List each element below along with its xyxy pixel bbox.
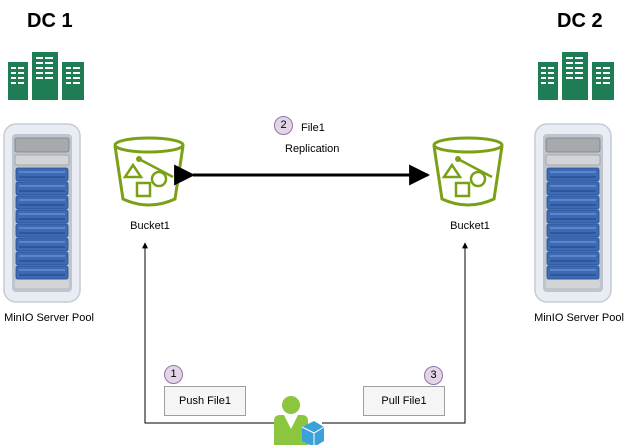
dc2-pool-label: MinIO Server Pool: [534, 312, 624, 324]
push-connector: [142, 242, 276, 424]
user-icon: [274, 396, 325, 445]
dc1-pool-label: MinIO Server Pool: [4, 312, 94, 324]
pull-step-badge: 3: [424, 366, 443, 385]
dc1-bucket-icon: [113, 136, 185, 207]
dc2-servers-icon: [538, 52, 614, 100]
replication-label: Replication: [285, 143, 340, 155]
dc2-bucket-label: Bucket1: [450, 220, 490, 232]
dc2-server-pool-icon: [535, 124, 611, 302]
replication-file-label: File1: [301, 122, 325, 134]
dc1-server-pool-icon: [4, 124, 80, 302]
dc1-title: DC 1: [27, 10, 73, 32]
pull-file-box: Pull File1: [363, 386, 445, 416]
push-step-badge: 1: [164, 365, 183, 384]
push-file-box: Push File1: [164, 386, 246, 416]
dc1-servers-icon: [8, 52, 84, 100]
dc1-bucket-label: Bucket1: [130, 220, 170, 232]
dc2-title: DC 2: [557, 10, 603, 32]
pull-connector: [322, 242, 468, 424]
dc2-bucket-icon: [432, 136, 504, 207]
replication-step-badge: 2: [274, 116, 293, 135]
